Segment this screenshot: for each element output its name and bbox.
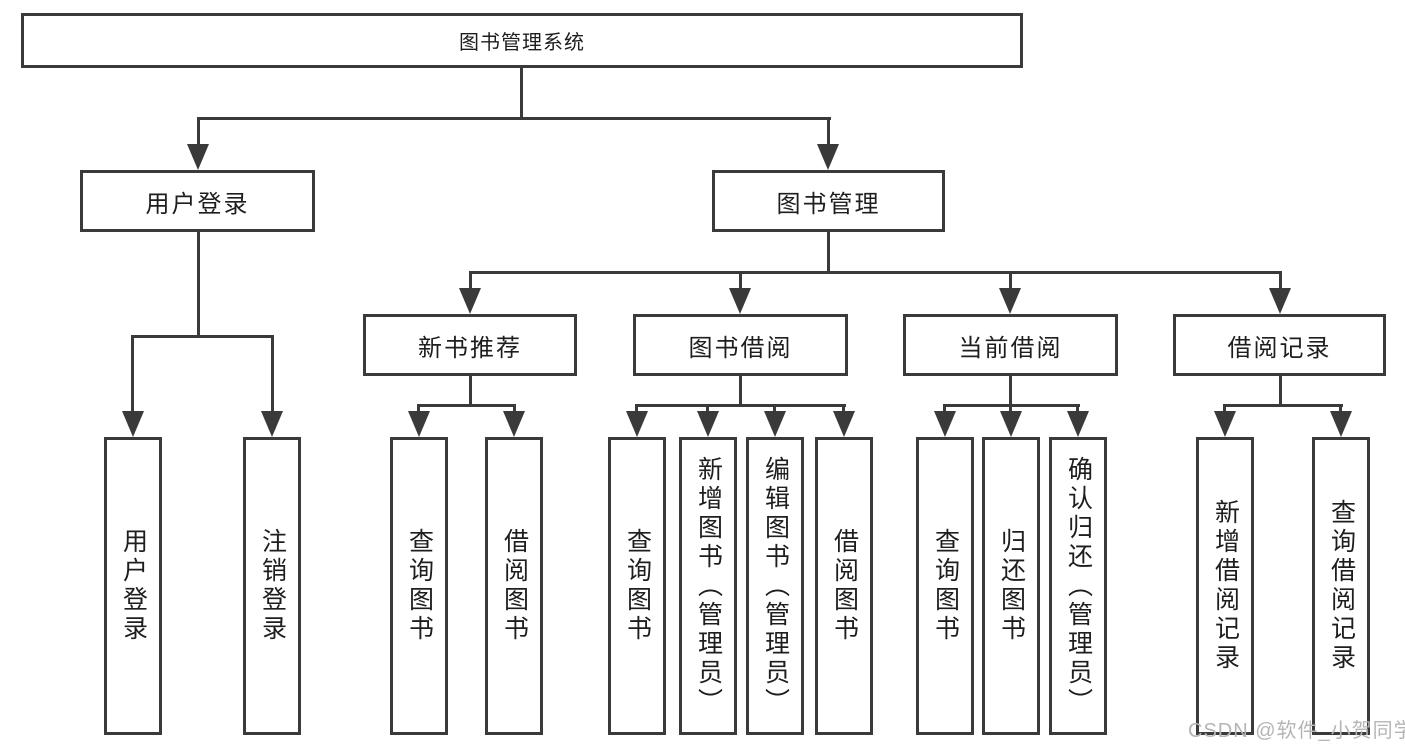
connector-line [1009,271,1012,291]
connector-line [131,335,274,338]
arrow-down-icon [1330,411,1352,437]
leaf-label: 确认归还（管理员） [1064,455,1093,717]
arrow-down-icon [817,144,839,170]
leaf-borrow-books: 借阅图书 [815,437,873,735]
connector-line [469,271,1282,274]
arrow-down-icon [1067,411,1089,437]
arrow-down-icon [833,411,855,437]
leaf-edit-books-admin: 编辑图书（管理员） [746,437,804,735]
arrow-down-icon [999,288,1021,314]
connector-line [739,376,742,407]
arrow-down-icon [1269,288,1291,314]
connector-line [197,117,831,120]
connector-line [706,404,709,414]
arrow-down-icon [1000,411,1022,437]
leaf-label: 借阅图书 [500,528,529,644]
connector-line [635,404,846,407]
connector-line [1279,376,1282,407]
connector-line [1223,404,1226,414]
node-new-book-recommend: 新书推荐 [363,314,577,376]
connector-line [417,404,516,407]
connector-line [1279,271,1282,291]
leaf-label: 查询图书 [931,528,960,644]
leaf-label: 查询图书 [405,528,434,644]
connector-line [773,404,776,414]
arrow-down-icon [764,411,786,437]
leaf-label: 归还图书 [997,528,1026,644]
leaf-logout: 注销登录 [243,437,301,735]
arrow-down-icon [122,411,144,437]
arrow-down-icon [697,411,719,437]
connector-line [513,404,516,414]
connector-line [827,232,830,274]
connector-line [1009,404,1012,414]
leaf-user-login: 用户登录 [104,437,162,735]
connector-line [520,68,523,120]
leaf-label: 查询借阅记录 [1327,499,1356,673]
leaf-label: 注销登录 [258,528,287,644]
arrow-down-icon [626,411,648,437]
leaf-label: 用户登录 [119,528,148,644]
leaf-query-books-borrow: 查询图书 [608,437,666,735]
leaf-label: 新增图书（管理员） [694,455,723,717]
connector-line [635,404,638,414]
leaf-query-borrow-record: 查询借阅记录 [1312,437,1370,735]
connector-line [197,117,200,147]
connector-line [469,271,472,291]
leaf-borrow-books-recommend: 借阅图书 [485,437,543,735]
connector-line [739,271,742,291]
leaf-confirm-return-admin: 确认归还（管理员） [1049,437,1107,735]
arrow-down-icon [729,288,751,314]
arrow-down-icon [261,411,283,437]
node-user-login: 用户登录 [80,170,315,232]
leaf-label: 借阅图书 [830,528,859,644]
arrow-down-icon [187,144,209,170]
leaf-return-books: 归还图书 [982,437,1040,735]
leaf-label: 查询图书 [623,528,652,644]
leaf-add-borrow-record: 新增借阅记录 [1196,437,1254,735]
connector-line [827,117,830,147]
connector-line [1223,404,1343,407]
node-book-borrow: 图书借阅 [633,314,848,376]
connector-line [1009,376,1012,407]
arrow-down-icon [459,288,481,314]
leaf-label: 编辑图书（管理员） [761,455,790,717]
connector-line [1076,404,1079,414]
arrow-down-icon [1214,411,1236,437]
node-book-management: 图书管理 [712,170,945,232]
leaf-query-books-recommend: 查询图书 [390,437,448,735]
connector-line [417,404,420,414]
node-library-system: 图书管理系统 [21,13,1023,68]
arrow-down-icon [934,411,956,437]
leaf-add-books-admin: 新增图书（管理员） [679,437,737,735]
connector-line [271,335,274,413]
arrow-down-icon [408,411,430,437]
connector-line [197,232,200,338]
connector-line [943,404,946,414]
node-borrow-records: 借阅记录 [1173,314,1386,376]
csdn-watermark: CSDN @软件_小贺同学 [1188,720,1405,742]
arrow-down-icon [503,411,525,437]
connector-line [131,335,134,413]
leaf-query-books-current: 查询图书 [916,437,974,735]
node-current-borrow: 当前借阅 [903,314,1118,376]
connector-line [842,404,845,414]
connector-line [1339,404,1342,414]
leaf-label: 新增借阅记录 [1211,499,1240,673]
connector-line [469,376,472,407]
